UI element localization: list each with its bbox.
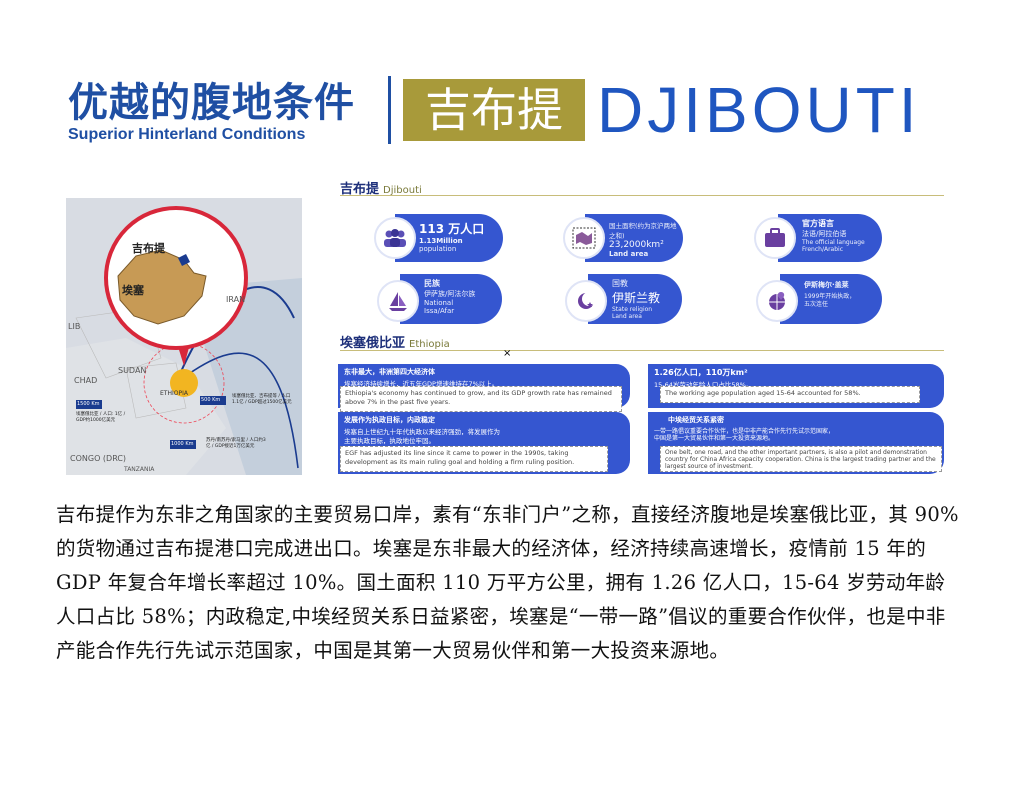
distance-1500: 1500 Km: [77, 401, 100, 407]
map-label-ethiopia-en: ETHIOPIA: [160, 390, 188, 397]
map-note-500: 埃塞俄比亚、吉布提等 / 人口1.1亿 / GDP超过1500亿美元: [232, 394, 292, 405]
pill-population-title: 113 万人口: [419, 222, 485, 236]
card-governance-en: EGF has adjusted its line since it came …: [340, 446, 608, 472]
pill-president-sub: 1999年开始执政，五次连任: [804, 293, 856, 308]
map-label-djibouti: 吉布提: [132, 242, 165, 255]
card-population-en: The working age population aged 15-64 ac…: [660, 386, 920, 403]
pill-language-title: 官方语言: [802, 219, 834, 228]
map-label-iran: IRAN: [226, 295, 246, 304]
map-note-1000: 苏丹/南苏丹/索马里 / 人口约3亿 / GDP接近1万亿美元: [206, 438, 266, 449]
djibouti-title-cn: 吉布提: [340, 182, 380, 197]
pill-land-title: 国土面积(约为京沪两地之和): [609, 222, 677, 240]
pill-ethnicity-title: 民族: [424, 279, 440, 288]
pill-language-en: The official language French/Arabic: [802, 239, 865, 253]
map-label-ethiopia: 埃塞: [122, 284, 144, 297]
card-population-head: 1.26亿人口，110万km²: [654, 368, 748, 377]
pill-land-en: Land area: [609, 250, 649, 258]
djibouti-title-en: Djibouti: [383, 185, 422, 196]
map-icon: [563, 217, 605, 259]
info-pill-language: 官方语言 法语/阿拉伯语 The official language Frenc…: [778, 214, 882, 262]
title-country-badge: 吉布提: [403, 79, 585, 141]
map-label-tanzania: TANZANIA: [124, 466, 155, 473]
pill-religion-title: 国教: [612, 279, 628, 288]
map-label-congo: CONGO (DRC): [70, 454, 127, 463]
pill-religion-en: State religion Land area: [612, 306, 653, 320]
card-relations-head: 中埃经贸关系紧密: [668, 416, 724, 424]
map-note-1500: 埃塞俄比亚 / 人口: 1亿 / GDP约1000亿美元: [76, 412, 126, 423]
title-divider: [388, 76, 391, 144]
pill-president-title: 伊斯梅尔·盖莱: [804, 281, 849, 289]
pill-land-sub: 23,2000km²: [609, 240, 664, 250]
title-country-name: DJIBOUTI: [597, 74, 921, 146]
briefcase-icon: [754, 217, 796, 259]
ethiopia-divider: [340, 350, 944, 351]
pill-population-en: population: [419, 245, 457, 253]
map-label-sudan: SUDAN: [118, 366, 147, 375]
card-population-cn: 15-64岁劳动年龄人口占比58%。: [654, 381, 753, 389]
card-governance-cn: 埃塞自上世纪九十年代执政以来经济强劲，将发展作为主要执政目标，执政地位牢固。: [344, 428, 500, 445]
page-subtitle: Superior Hinterland Conditions: [68, 126, 306, 143]
body-paragraph: 吉布提作为东非之角国家的主要贸易口岸，素有“东非门户”之称，直接经济腹地是埃塞俄…: [56, 503, 959, 662]
ethiopia-title-en: Ethiopia: [409, 339, 450, 350]
pill-ethnicity-en: National Issa/Afar: [424, 299, 455, 315]
people-icon: [374, 217, 416, 259]
pill-religion-sub: 伊斯兰教: [612, 291, 661, 305]
card-relations-en: One belt, one road, and the other import…: [660, 446, 942, 472]
sailboat-icon: [377, 280, 419, 322]
page-title: 优越的腹地条件: [68, 80, 355, 126]
info-pill-ethnicity: 民族 伊萨族/阿法尔族 National Issa/Afar: [400, 274, 502, 324]
card-economy-head: 东非最大，非洲第四大经济体: [344, 368, 435, 376]
card-economy-en: Ethiopia's economy has continued to grow…: [340, 386, 622, 412]
region-map: 吉布提 埃塞 IRAN SUDAN CHAD LIB CONGO (DRC) T…: [66, 198, 302, 475]
close-mark-icon: ×: [503, 348, 512, 359]
distance-1000: 1000 Km: [171, 441, 194, 447]
crescent-icon: [565, 280, 607, 322]
card-governance-head: 发展作为执政目标，内政稳定: [344, 416, 435, 424]
djibouti-divider: [340, 195, 944, 196]
ethiopia-title-cn: 埃塞俄比亚: [340, 336, 406, 351]
distance-500: 500 Km: [201, 397, 221, 403]
globe-pin-icon: [756, 280, 798, 322]
map-label-chad: CHAD: [74, 376, 98, 385]
card-relations-cn: 一带一路倡议重要合作伙伴，也是中非产能合作先行先试示范国家，中国是第一大贸易伙伴…: [654, 428, 835, 442]
pill-language-sub: 法语/阿拉伯语: [802, 230, 847, 238]
card-economy-cn: 埃塞经济持续增长，近五年GDP增速维持在7%以上。: [344, 380, 499, 388]
pill-population-sub: 1.13Million: [419, 237, 463, 245]
pill-ethnicity-sub: 伊萨族/阿法尔族: [424, 290, 476, 298]
map-label-libya: LIB: [68, 322, 81, 331]
